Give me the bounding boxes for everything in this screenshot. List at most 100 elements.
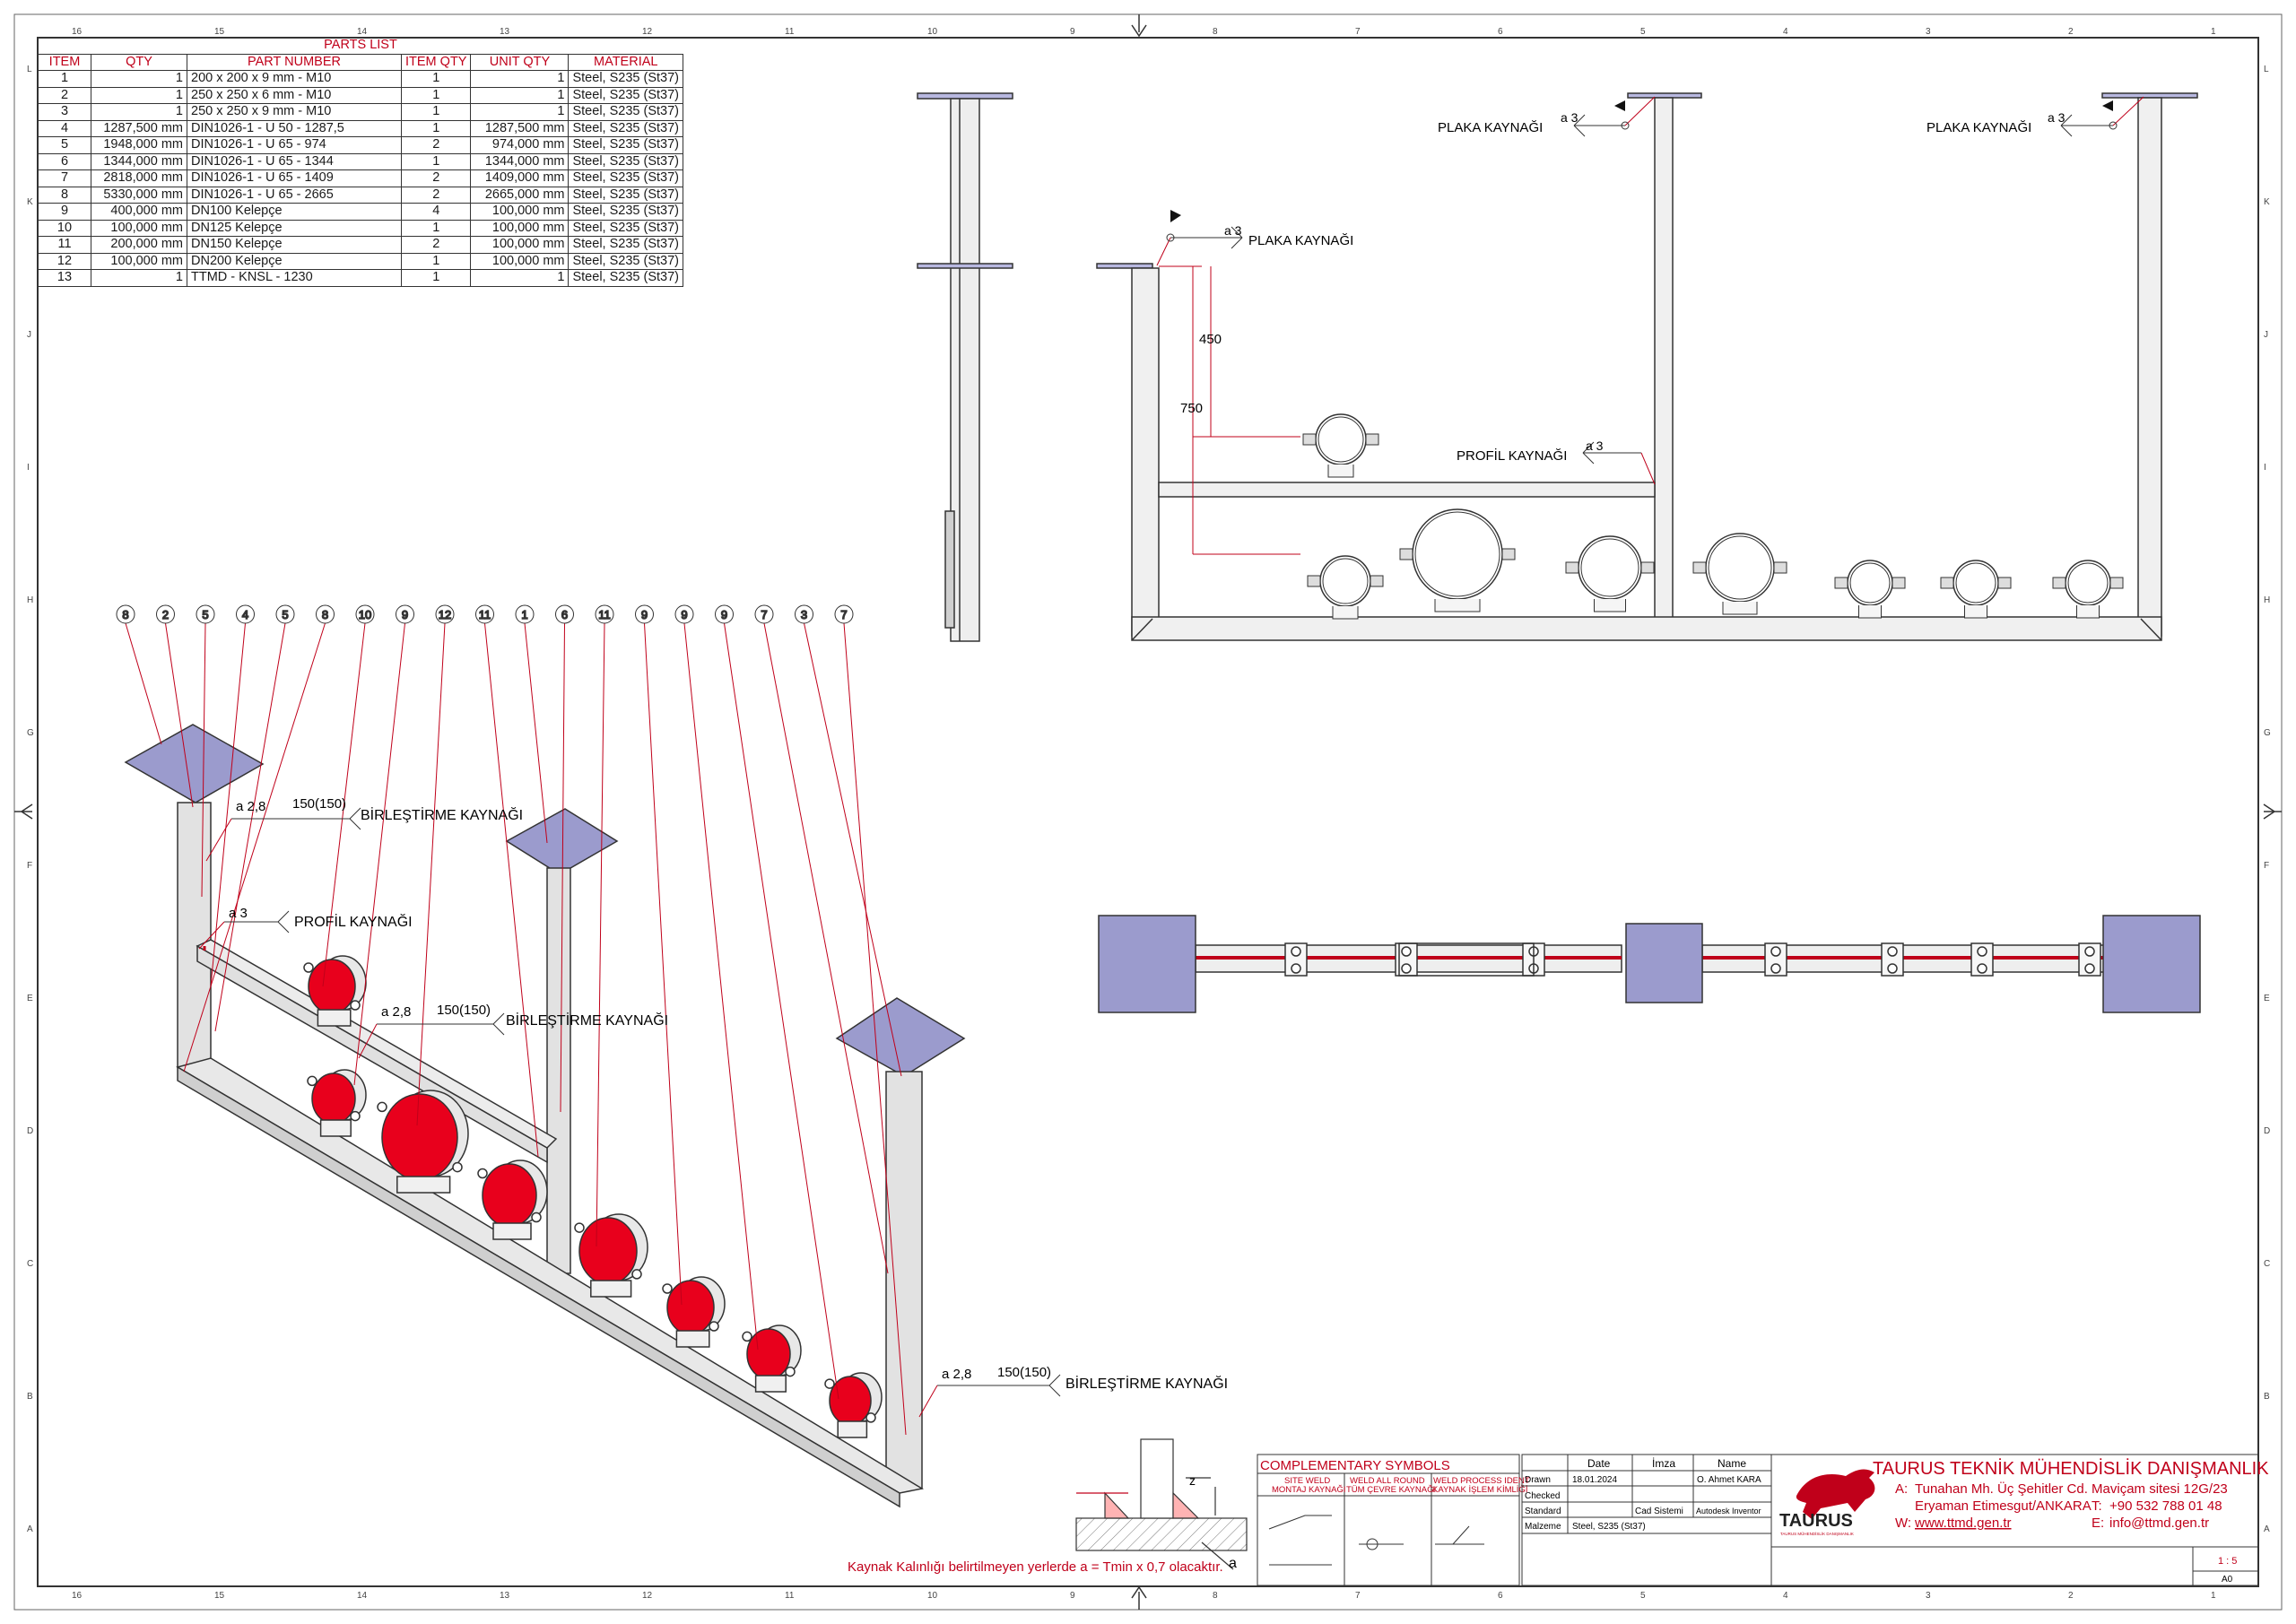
table-cell: Steel, S235 (St37) [568, 119, 683, 137]
grid-col-label: 13 [500, 27, 510, 37]
item-balloon [515, 604, 535, 624]
clamp-base [1722, 602, 1758, 615]
grid-row-label: G [27, 728, 34, 738]
top-clamp-bolt [2084, 963, 2095, 974]
table-cell: 1 [400, 86, 472, 104]
item-balloon-number: 12 [439, 608, 451, 621]
balloon-leader [322, 622, 366, 987]
balloon-leader [560, 622, 565, 1113]
table-cell: DN150 Kelepçe [187, 236, 402, 254]
table-cell: 1 [400, 103, 472, 121]
table-cell: 4 [400, 203, 472, 221]
item-balloon-number: 7 [840, 608, 847, 621]
balloon-leader [804, 622, 902, 1077]
pipe-clamp [1319, 555, 1371, 607]
item-balloon [595, 604, 614, 624]
grid-col-label: 11 [785, 27, 795, 37]
item-balloon-number: 9 [641, 608, 648, 621]
company-website[interactable]: www.ttmd.gen.tr [1914, 1515, 2012, 1531]
table-cell: 250 x 250 x 9 mm - M10 [187, 103, 402, 121]
grid-row-label: J [27, 330, 31, 340]
item-balloon [196, 604, 215, 624]
web-key: W: [1895, 1515, 1911, 1531]
grid-row-label: I [27, 463, 30, 473]
front-view: 450 750 [1096, 92, 2198, 641]
iso-weld-a28-1: a 2,8 [236, 799, 265, 814]
clamp-base [1332, 606, 1359, 620]
grid-col-label: 9 [1070, 27, 1075, 37]
balloon-leader [210, 622, 246, 987]
grid-col-label: 13 [500, 1591, 510, 1601]
item-balloon [275, 604, 295, 624]
pipe-clamp-inner [2067, 562, 2109, 604]
top-clamp-bolt [1291, 946, 1301, 957]
grid-row-label: F [2264, 861, 2269, 871]
clamp-bolt [1370, 575, 1384, 587]
iso-pipe-clamp [311, 1073, 356, 1125]
balloon-leader [596, 622, 605, 1247]
table-cell: 1287,500 mm [470, 119, 570, 137]
table-cell: 11 [38, 236, 91, 254]
pipe-clamp-inner [1322, 558, 1369, 604]
table-cell: 974,000 mm [470, 136, 570, 154]
iso-weld-len-1: 150(150) [292, 796, 346, 812]
tb-sheet-size: A0 [2222, 1575, 2233, 1585]
grid-col-label: 8 [1213, 27, 1218, 37]
table-cell: 1 [400, 219, 472, 237]
item-balloon-number: 8 [322, 608, 328, 621]
iso-clamp-bolt [531, 1211, 542, 1223]
table-cell: DN200 Kelepçe [187, 252, 402, 270]
iso-clamp-base [754, 1375, 787, 1393]
comp-col2-en: WELD ALL ROUND [1350, 1476, 1425, 1486]
dimension-750: 750 [1180, 401, 1203, 416]
balloon-leader [165, 622, 194, 808]
item-balloon-number: 9 [681, 608, 687, 621]
clamp-base [1594, 599, 1626, 612]
item-balloon-number: 2 [162, 608, 169, 621]
grid-col-label: 12 [642, 27, 653, 37]
table-cell: 200 x 200 x 9 mm - M10 [187, 70, 402, 88]
item-balloon-number: 9 [721, 608, 727, 621]
clamp-base [1434, 599, 1481, 612]
table-cell: 1 [470, 269, 570, 287]
grid-col-label: 3 [1926, 27, 1931, 37]
iso-pipe-clamp [746, 1328, 791, 1380]
item-balloon [475, 604, 494, 624]
tb-cad-value: Autodesk Inventor [1696, 1507, 1761, 1515]
table-cell: 1 [470, 103, 570, 121]
table-cell: Steel, S235 (St37) [568, 152, 683, 170]
table-cell: 1409,000 mm [470, 169, 570, 187]
item-balloon [396, 604, 414, 624]
balloon-leader [683, 622, 759, 1350]
grid-col-label: 2 [2068, 27, 2074, 37]
item-balloon-number: 6 [561, 608, 568, 621]
top-clamp-bolt [1887, 946, 1898, 957]
col-item-qty: ITEM QTY [400, 53, 472, 71]
grid-col-label: 5 [1640, 1591, 1646, 1601]
table-cell: 1 [400, 152, 472, 170]
iso-clamp-bolt [742, 1331, 752, 1342]
grid-col-label: 16 [72, 1591, 83, 1601]
logo-text: TAURUS [1779, 1511, 1853, 1531]
table-cell: 400,000 mm [91, 203, 187, 221]
company-email[interactable]: info@ttmd.gen.tr [2109, 1515, 2209, 1531]
table-cell: Steel, S235 (St37) [568, 169, 683, 187]
clamp-bolt [2052, 577, 2066, 589]
tb-material: Malzeme [1525, 1522, 1561, 1532]
pipe-clamp-inner [1318, 416, 1364, 463]
grid-col-label: 11 [785, 1591, 795, 1601]
table-cell: 250 x 250 x 6 mm - M10 [187, 86, 402, 104]
top-clamp-bolt [1401, 963, 1412, 974]
grid-row-label: F [27, 861, 32, 871]
taurus-logo: TAURUS TAURUS MÜHENDİSLİK DANIŞMANLIK [1779, 1469, 1875, 1536]
company-address-1: Tunahan Mh. Üç Şehitler Cd. Maviçam site… [1915, 1481, 2228, 1497]
table-cell: 1 [91, 269, 187, 287]
grid-col-label: 15 [214, 1591, 225, 1601]
weld-detail-z: z [1189, 1473, 1196, 1488]
top-clamp-bolt [1977, 963, 1987, 974]
table-cell: DIN1026-1 - U 65 - 974 [187, 136, 402, 154]
grid-col-label: 4 [1783, 1591, 1788, 1601]
table-cell: 3 [38, 103, 91, 121]
